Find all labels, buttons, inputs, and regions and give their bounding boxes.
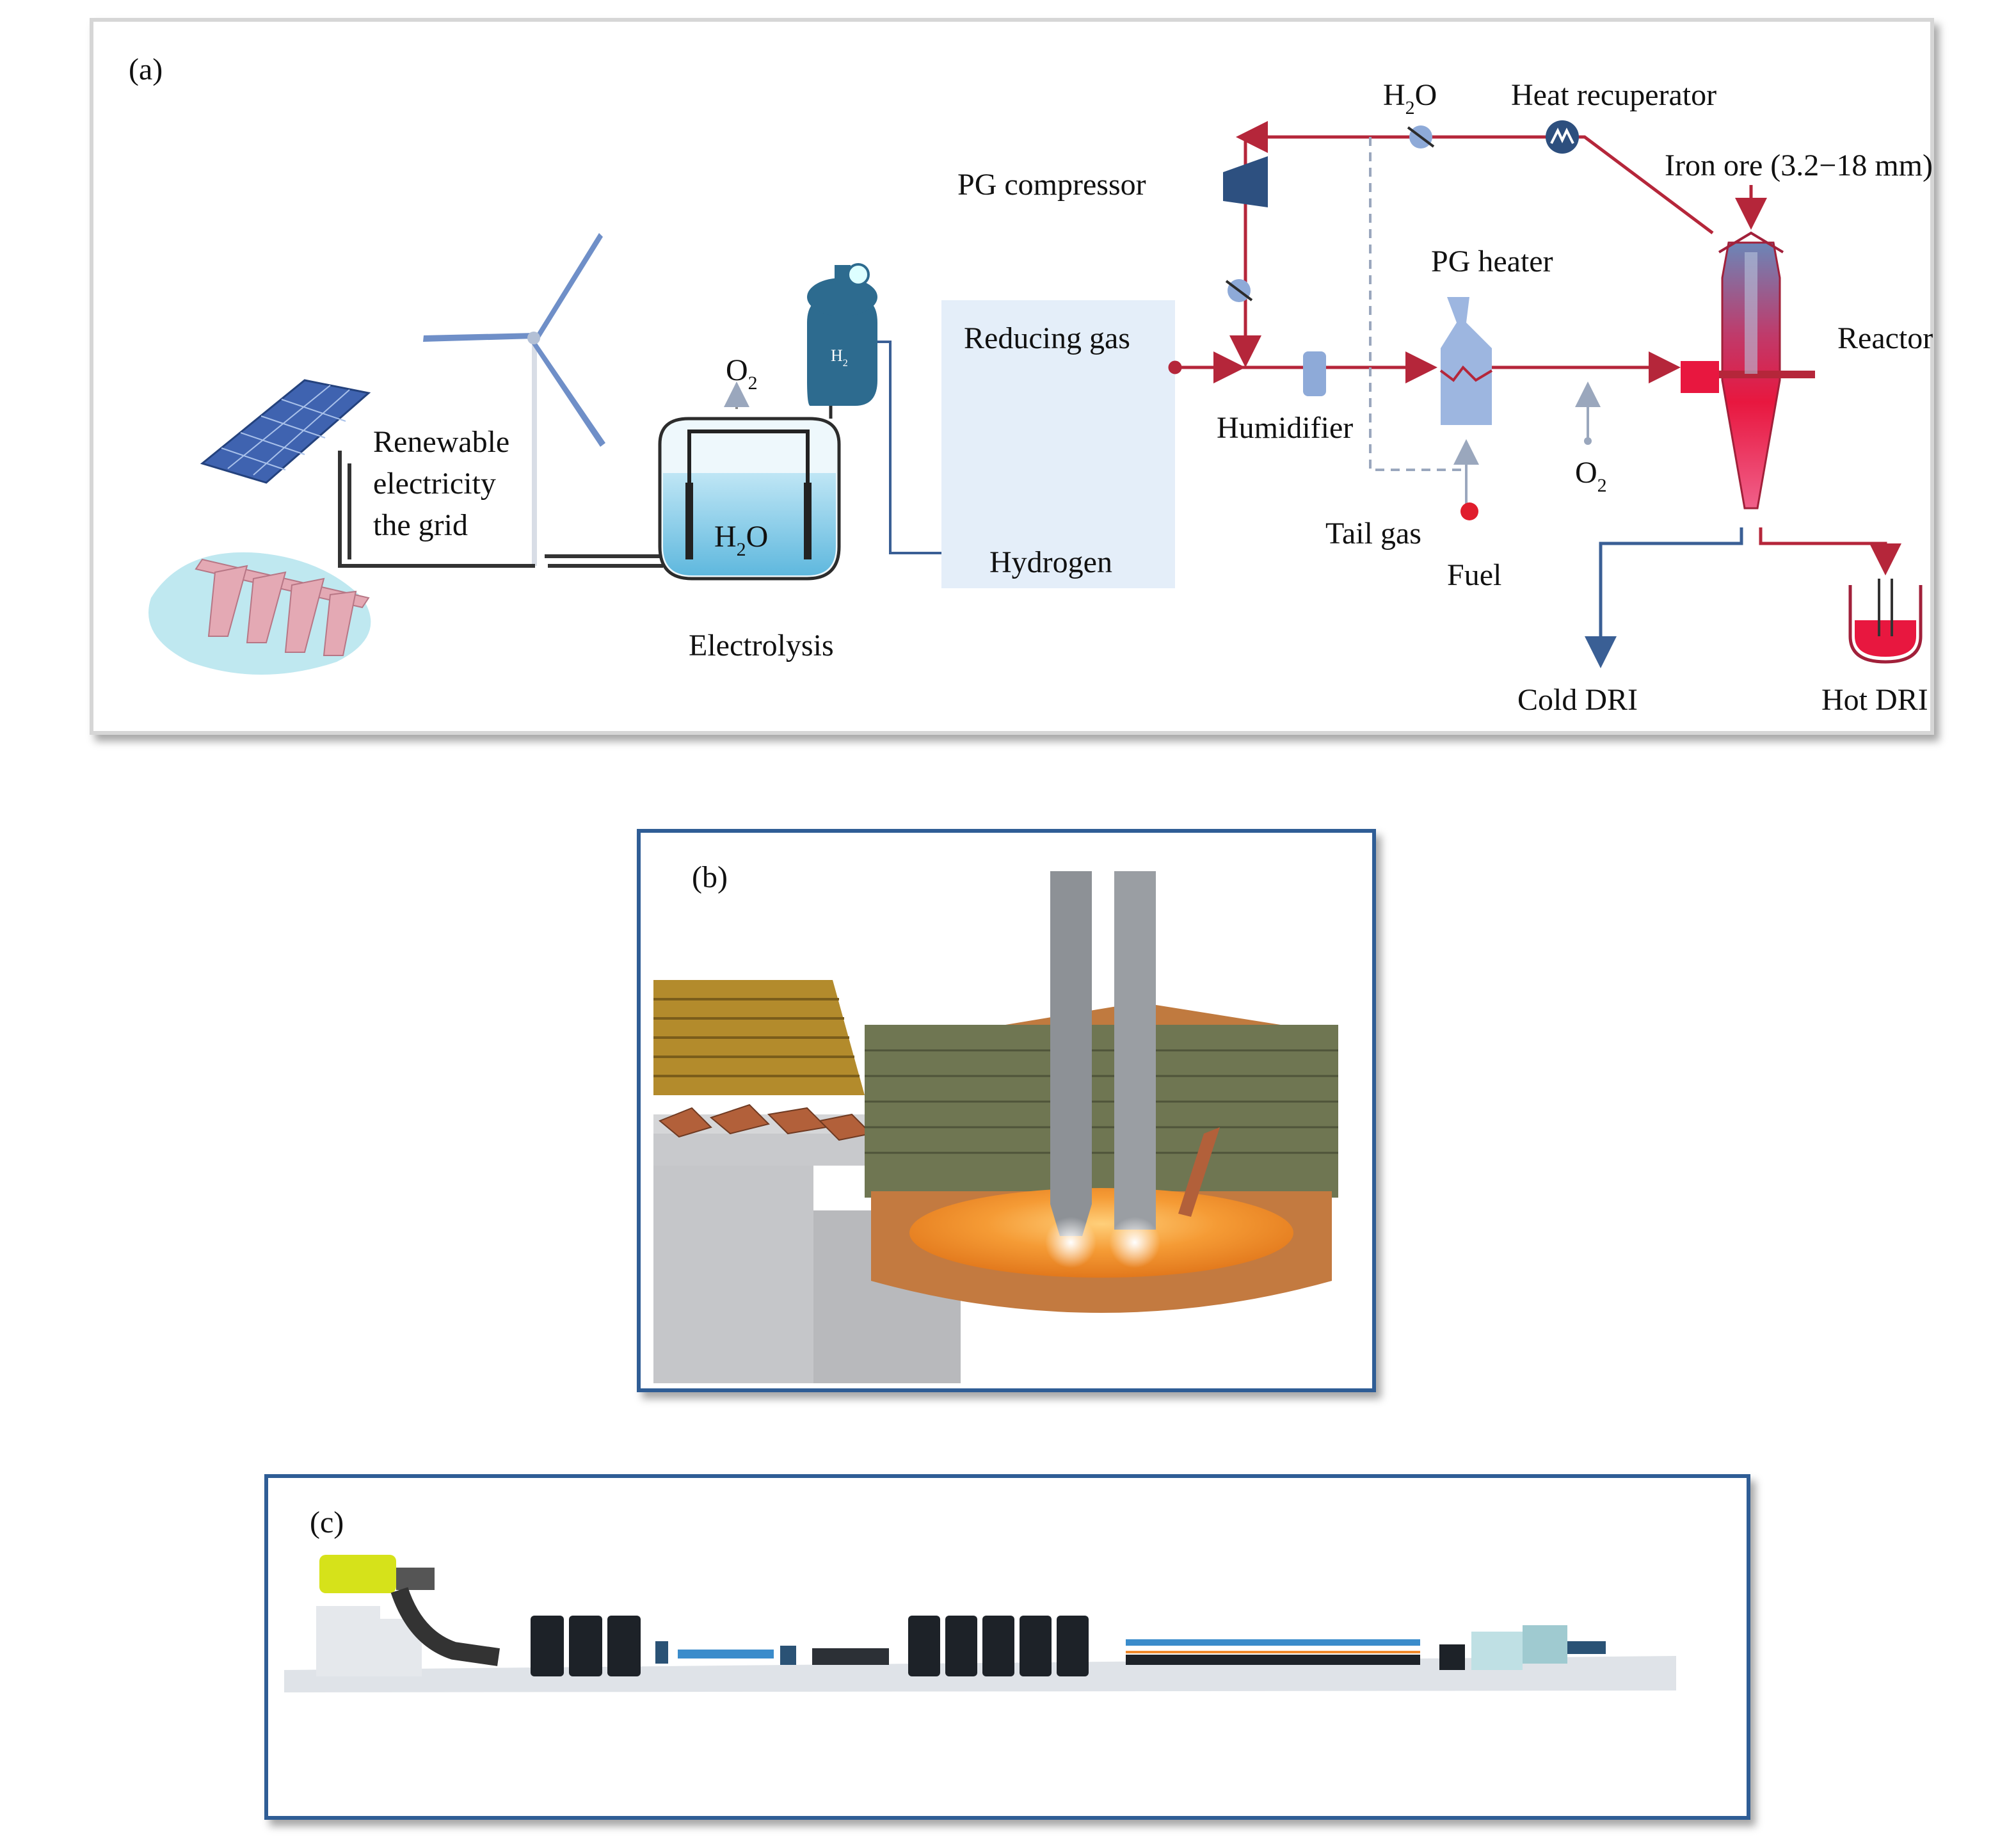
caster-icon [316, 1555, 500, 1676]
h2o-top-label: H [1383, 78, 1405, 112]
hydrogen-tank-icon: H2 [807, 263, 877, 419]
panel-a-tag: (a) [129, 52, 163, 86]
valve-icons [1225, 125, 1435, 302]
humidifier-icon [1303, 351, 1326, 396]
reducing-gas-box [941, 300, 1175, 588]
renewable-label-2: electricity [373, 467, 496, 501]
renewable-label-3: the grid [373, 508, 468, 542]
panel-b-tag: (b) [692, 860, 728, 894]
hot-dri-line [1759, 527, 1901, 575]
heat-recuperator-icon [1546, 120, 1579, 154]
panel-c-svg: (c) [284, 1506, 1676, 1692]
tail-gas-line [1369, 137, 1463, 471]
hydrogen-label: Hydrogen [989, 545, 1112, 579]
reducing-gas-label: Reducing gas [964, 321, 1130, 355]
pg-heater-label: PG heater [1431, 245, 1553, 278]
reactor-label: Reactor [1837, 321, 1933, 355]
furnace-shell [865, 1002, 1338, 1313]
svg-text:H2: H2 [831, 346, 848, 369]
tank-h2o-label: H [714, 520, 737, 554]
svg-text:O2: O2 [1575, 456, 1607, 496]
electrode-icons [1045, 871, 1220, 1268]
hydro-dam-icon [148, 552, 371, 675]
svg-text:H2O: H2O [714, 520, 768, 560]
o2-right-label: O [1575, 456, 1597, 490]
fuel-label: Fuel [1447, 558, 1501, 592]
svg-text:O2: O2 [726, 353, 758, 394]
roughing-mill-stands [531, 1616, 641, 1676]
panel-b-electric-arc-furnace: (b) [637, 829, 1376, 1392]
furnace-base [653, 1166, 813, 1383]
heat-recuperator-label: Heat recuperator [1511, 78, 1716, 112]
panel-c-rolling-mill: (c) [264, 1474, 1750, 1820]
run-out-table [1126, 1639, 1420, 1665]
grid-wiring [338, 451, 663, 568]
panel-a-svg: (a) Re [129, 52, 1933, 717]
iron-ore-label: Iron ore (3.2−18 mm) [1665, 149, 1933, 182]
panel-b-svg: (b) [653, 860, 1338, 1383]
wind-turbine-icon [423, 233, 605, 566]
electrolysis-tank [658, 417, 841, 581]
cold-dri-label: Cold DRI [1517, 683, 1638, 717]
pg-compressor-icon [1223, 156, 1268, 207]
cold-dri-line [1585, 527, 1743, 668]
solar-panel-icon [200, 379, 371, 484]
svg-text:H2O: H2O [1383, 78, 1437, 118]
pg-heater-icon [1439, 297, 1493, 425]
coiler-icon [1439, 1625, 1606, 1670]
hot-dri-ladle-icon [1848, 579, 1923, 664]
tail-gas-label: Tail gas [1325, 517, 1421, 550]
renewable-label-1: Renewable [373, 425, 509, 459]
o2-left-label: O [726, 353, 748, 387]
fuel-icon [1460, 502, 1478, 520]
mill-floor [284, 1656, 1676, 1692]
electrolysis-label: Electrolysis [689, 629, 834, 663]
pg-compressor-label: PG compressor [957, 168, 1146, 202]
finishing-mill-stands [908, 1616, 1089, 1676]
reactor-icon [1681, 231, 1815, 510]
panel-c-tag: (c) [310, 1506, 344, 1539]
roller-table [678, 1646, 889, 1665]
hot-dri-label: Hot DRI [1821, 683, 1928, 717]
panel-a-process-diagram: (a) Re [90, 18, 1934, 735]
humidifier-label: Humidifier [1217, 411, 1353, 445]
